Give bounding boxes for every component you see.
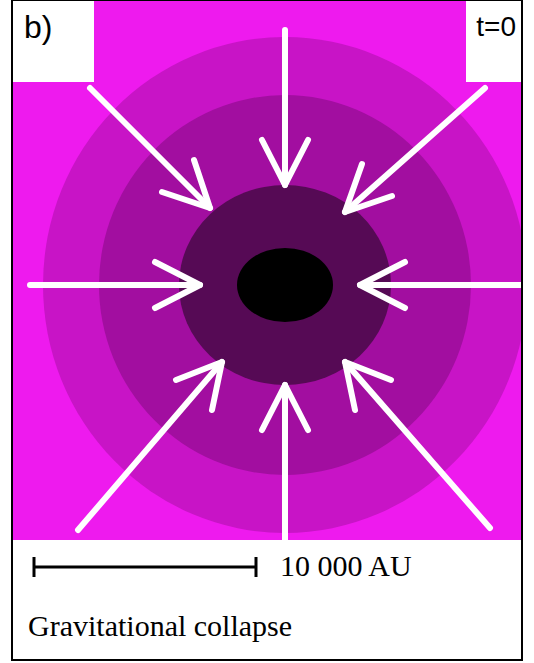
scale-bar [34, 566, 256, 569]
caption: Gravitational collapse [28, 608, 292, 644]
label-patch [466, 0, 522, 82]
panel-border [12, 0, 522, 660]
scale-bar-tick [33, 557, 36, 577]
scale-bar-tick [255, 557, 258, 577]
time-label: t=0 [476, 10, 516, 44]
dense-core [237, 248, 333, 322]
label-patch [12, 0, 94, 82]
panel-letter: b) [24, 8, 52, 46]
scale-label: 10 000 AU [280, 548, 412, 584]
infall-arrows [30, 30, 522, 540]
